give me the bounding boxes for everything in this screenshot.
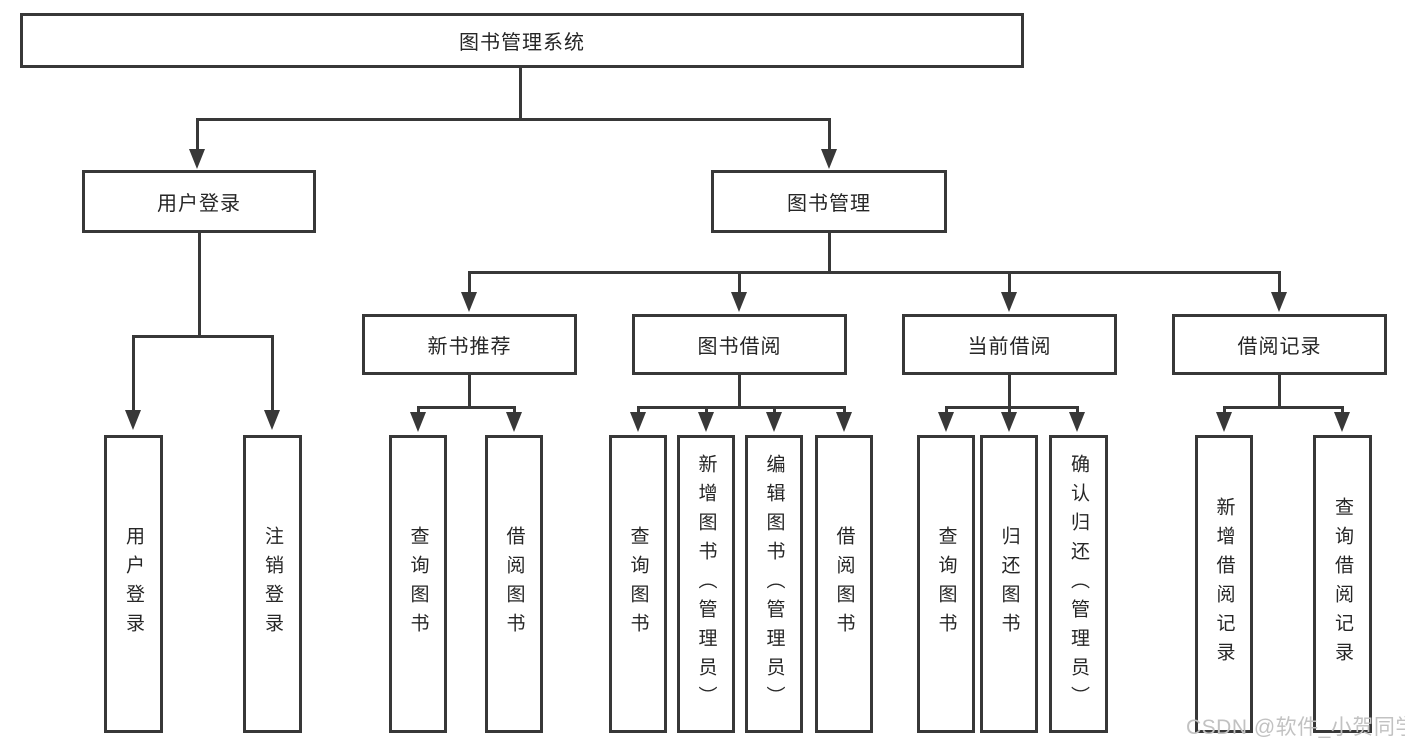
node-borrow-records: 借阅记录 [1172,314,1387,375]
connector-bookborrow-hbar [637,406,845,409]
connector-drop-bb-add [705,406,708,414]
arrowhead-book-mgmt [821,149,837,169]
arrowhead-bb-edit [766,412,782,432]
connector-bookborrow-stem [738,375,741,409]
leaf-return-books: 归还图书 [980,435,1038,733]
node-user-login-label: 用户登录 [157,193,241,215]
connector-newbooks-hbar [417,406,516,409]
leaf-add-borrow-record: 新增借阅记录 [1195,435,1253,733]
watermark: CSDN @软件_小贺同学 [1186,716,1405,739]
arrowhead-current-borrow [1001,292,1017,312]
arrowhead-nb-borrow [506,412,522,432]
connector-root-stem [519,68,522,119]
node-user-login: 用户登录 [82,170,316,233]
connector-bookmgmt-hbar [468,271,1281,274]
leaf-query-borrow-record: 查询借阅记录 [1313,435,1372,733]
leaf-borrow-books: 借阅图书 [815,435,873,733]
connector-drop-leaf-logout [271,335,274,412]
arrowhead-br-query [1334,412,1350,432]
node-root-label: 图书管理系统 [459,32,585,54]
arrowhead-cb-query [938,412,954,432]
connector-newbooks-stem [468,375,471,409]
leaf-add-borrow-record-label: 新增借阅记录 [1213,497,1235,671]
leaf-query-books-borrow: 查询图书 [609,435,667,733]
node-book-management: 图书管理 [711,170,947,233]
node-root-library-system: 图书管理系统 [20,13,1024,68]
leaf-query-books-current: 查询图书 [917,435,975,733]
node-book-management-label: 图书管理 [787,193,871,215]
connector-drop-new-books [468,271,471,294]
leaf-edit-book-admin-label: 编辑图书（管理员） [763,453,785,715]
arrowhead-nb-query [410,412,426,432]
connector-currentborrow-stem [1008,375,1011,409]
connector-borrowrecords-stem [1278,375,1281,409]
leaf-borrow-books-label: 借阅图书 [833,526,855,642]
connector-drop-bb-query [637,406,640,414]
arrowhead-leaf-login [125,410,141,430]
connector-drop-user-login [196,118,199,151]
connector-userlogin-stem [198,233,201,337]
connector-drop-nb-borrow [513,406,516,414]
connector-drop-current-borrow [1008,271,1011,294]
arrowhead-user-login [189,149,205,169]
connector-drop-borrow-records [1278,271,1281,294]
leaf-edit-book-admin: 编辑图书（管理员） [745,435,803,733]
arrowhead-bb-borrow [836,412,852,432]
connector-drop-cb-return [1008,406,1011,414]
leaf-add-book-admin: 新增图书（管理员） [677,435,735,733]
node-book-borrow: 图书借阅 [632,314,847,375]
connector-bookmgmt-stem [828,233,831,273]
connector-drop-cb-query [945,406,948,414]
connector-drop-br-query [1341,406,1344,414]
connector-drop-cb-confirm [1076,406,1079,414]
arrowhead-bb-add [698,412,714,432]
leaf-query-books-current-label: 查询图书 [935,526,957,642]
connector-drop-nb-query [417,406,420,414]
arrowhead-bb-query [630,412,646,432]
leaf-confirm-return-admin: 确认归还（管理员） [1049,435,1108,733]
node-book-borrow-label: 图书借阅 [697,336,782,358]
leaf-query-books-recommend: 查询图书 [389,435,447,733]
leaf-confirm-return-admin-label: 确认归还（管理员） [1068,453,1089,715]
leaf-borrow-books-recommend: 借阅图书 [485,435,543,733]
connector-borrowrecords-hbar [1223,406,1343,409]
connector-drop-book-borrow [738,271,741,294]
leaf-user-login: 用户登录 [104,435,163,733]
node-new-book-recommend-label: 新书推荐 [427,336,512,358]
connector-drop-br-add [1223,406,1226,414]
node-new-book-recommend: 新书推荐 [362,314,577,375]
connector-drop-bb-borrow [843,406,846,414]
arrowhead-borrow-records [1271,292,1287,312]
connector-drop-book-mgmt [828,118,831,151]
arrowhead-book-borrow [731,292,747,312]
leaf-query-books-recommend-label: 查询图书 [407,526,429,642]
arrowhead-new-books [461,292,477,312]
leaf-borrow-books-recommend-label: 借阅图书 [503,526,525,642]
connector-userlogin-hbar [132,335,273,338]
leaf-user-login-label: 用户登录 [123,526,144,642]
node-current-borrow: 当前借阅 [902,314,1117,375]
arrowhead-cb-confirm [1069,412,1085,432]
node-current-borrow-label: 当前借阅 [967,336,1052,358]
arrowhead-br-add [1216,412,1232,432]
leaf-query-borrow-record-label: 查询借阅记录 [1332,497,1353,671]
connector-drop-bb-edit [773,406,776,414]
leaf-logout: 注销登录 [243,435,302,733]
arrowhead-leaf-logout [264,410,280,430]
leaf-logout-label: 注销登录 [262,526,283,642]
leaf-add-book-admin-label: 新增图书（管理员） [695,453,717,715]
arrowhead-cb-return [1001,412,1017,432]
connector-root-hbar [196,118,831,121]
leaf-query-books-borrow-label: 查询图书 [627,526,649,642]
node-borrow-records-label: 借阅记录 [1237,336,1322,358]
connector-currentborrow-hbar [945,406,1079,409]
connector-drop-leaf-login [132,335,135,412]
leaf-return-books-label: 归还图书 [998,526,1020,642]
